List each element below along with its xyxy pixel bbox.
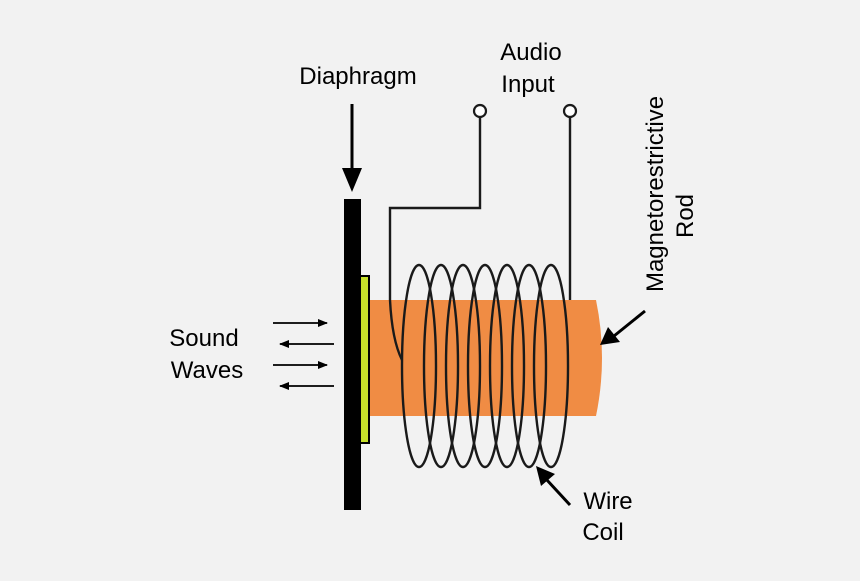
audio-input-label-line2: Input	[501, 71, 555, 98]
diaphragm	[344, 199, 361, 510]
audio-input-terminal-left	[472, 103, 488, 119]
audio-input-label-line1: Audio	[500, 39, 561, 66]
audio-input-terminal-right	[562, 103, 578, 119]
audio-input-wires	[388, 117, 572, 361]
rod-label-line2: Rod	[672, 194, 699, 238]
diaphragm-label: Diaphragm	[299, 63, 416, 90]
diaphragm-plate	[359, 275, 370, 444]
left-lead-to-coil	[388, 299, 404, 361]
rod-label-line1: Magnetorestrictive	[642, 96, 669, 292]
sound-waves-label-line1: Sound	[169, 325, 238, 352]
wire-coil-label-line2: Coil	[582, 519, 623, 546]
wire-coil-label-line1: Wire	[583, 488, 632, 515]
rod-pointer-arrow	[600, 309, 646, 345]
left-lead-wire	[388, 117, 482, 300]
sound-waves-label-line2: Waves	[171, 357, 243, 384]
wire-coil	[400, 263, 570, 469]
sound-wave-arrows	[273, 319, 334, 390]
diaphragm-arrow	[342, 104, 362, 192]
coil-pointer-arrow	[536, 466, 572, 507]
